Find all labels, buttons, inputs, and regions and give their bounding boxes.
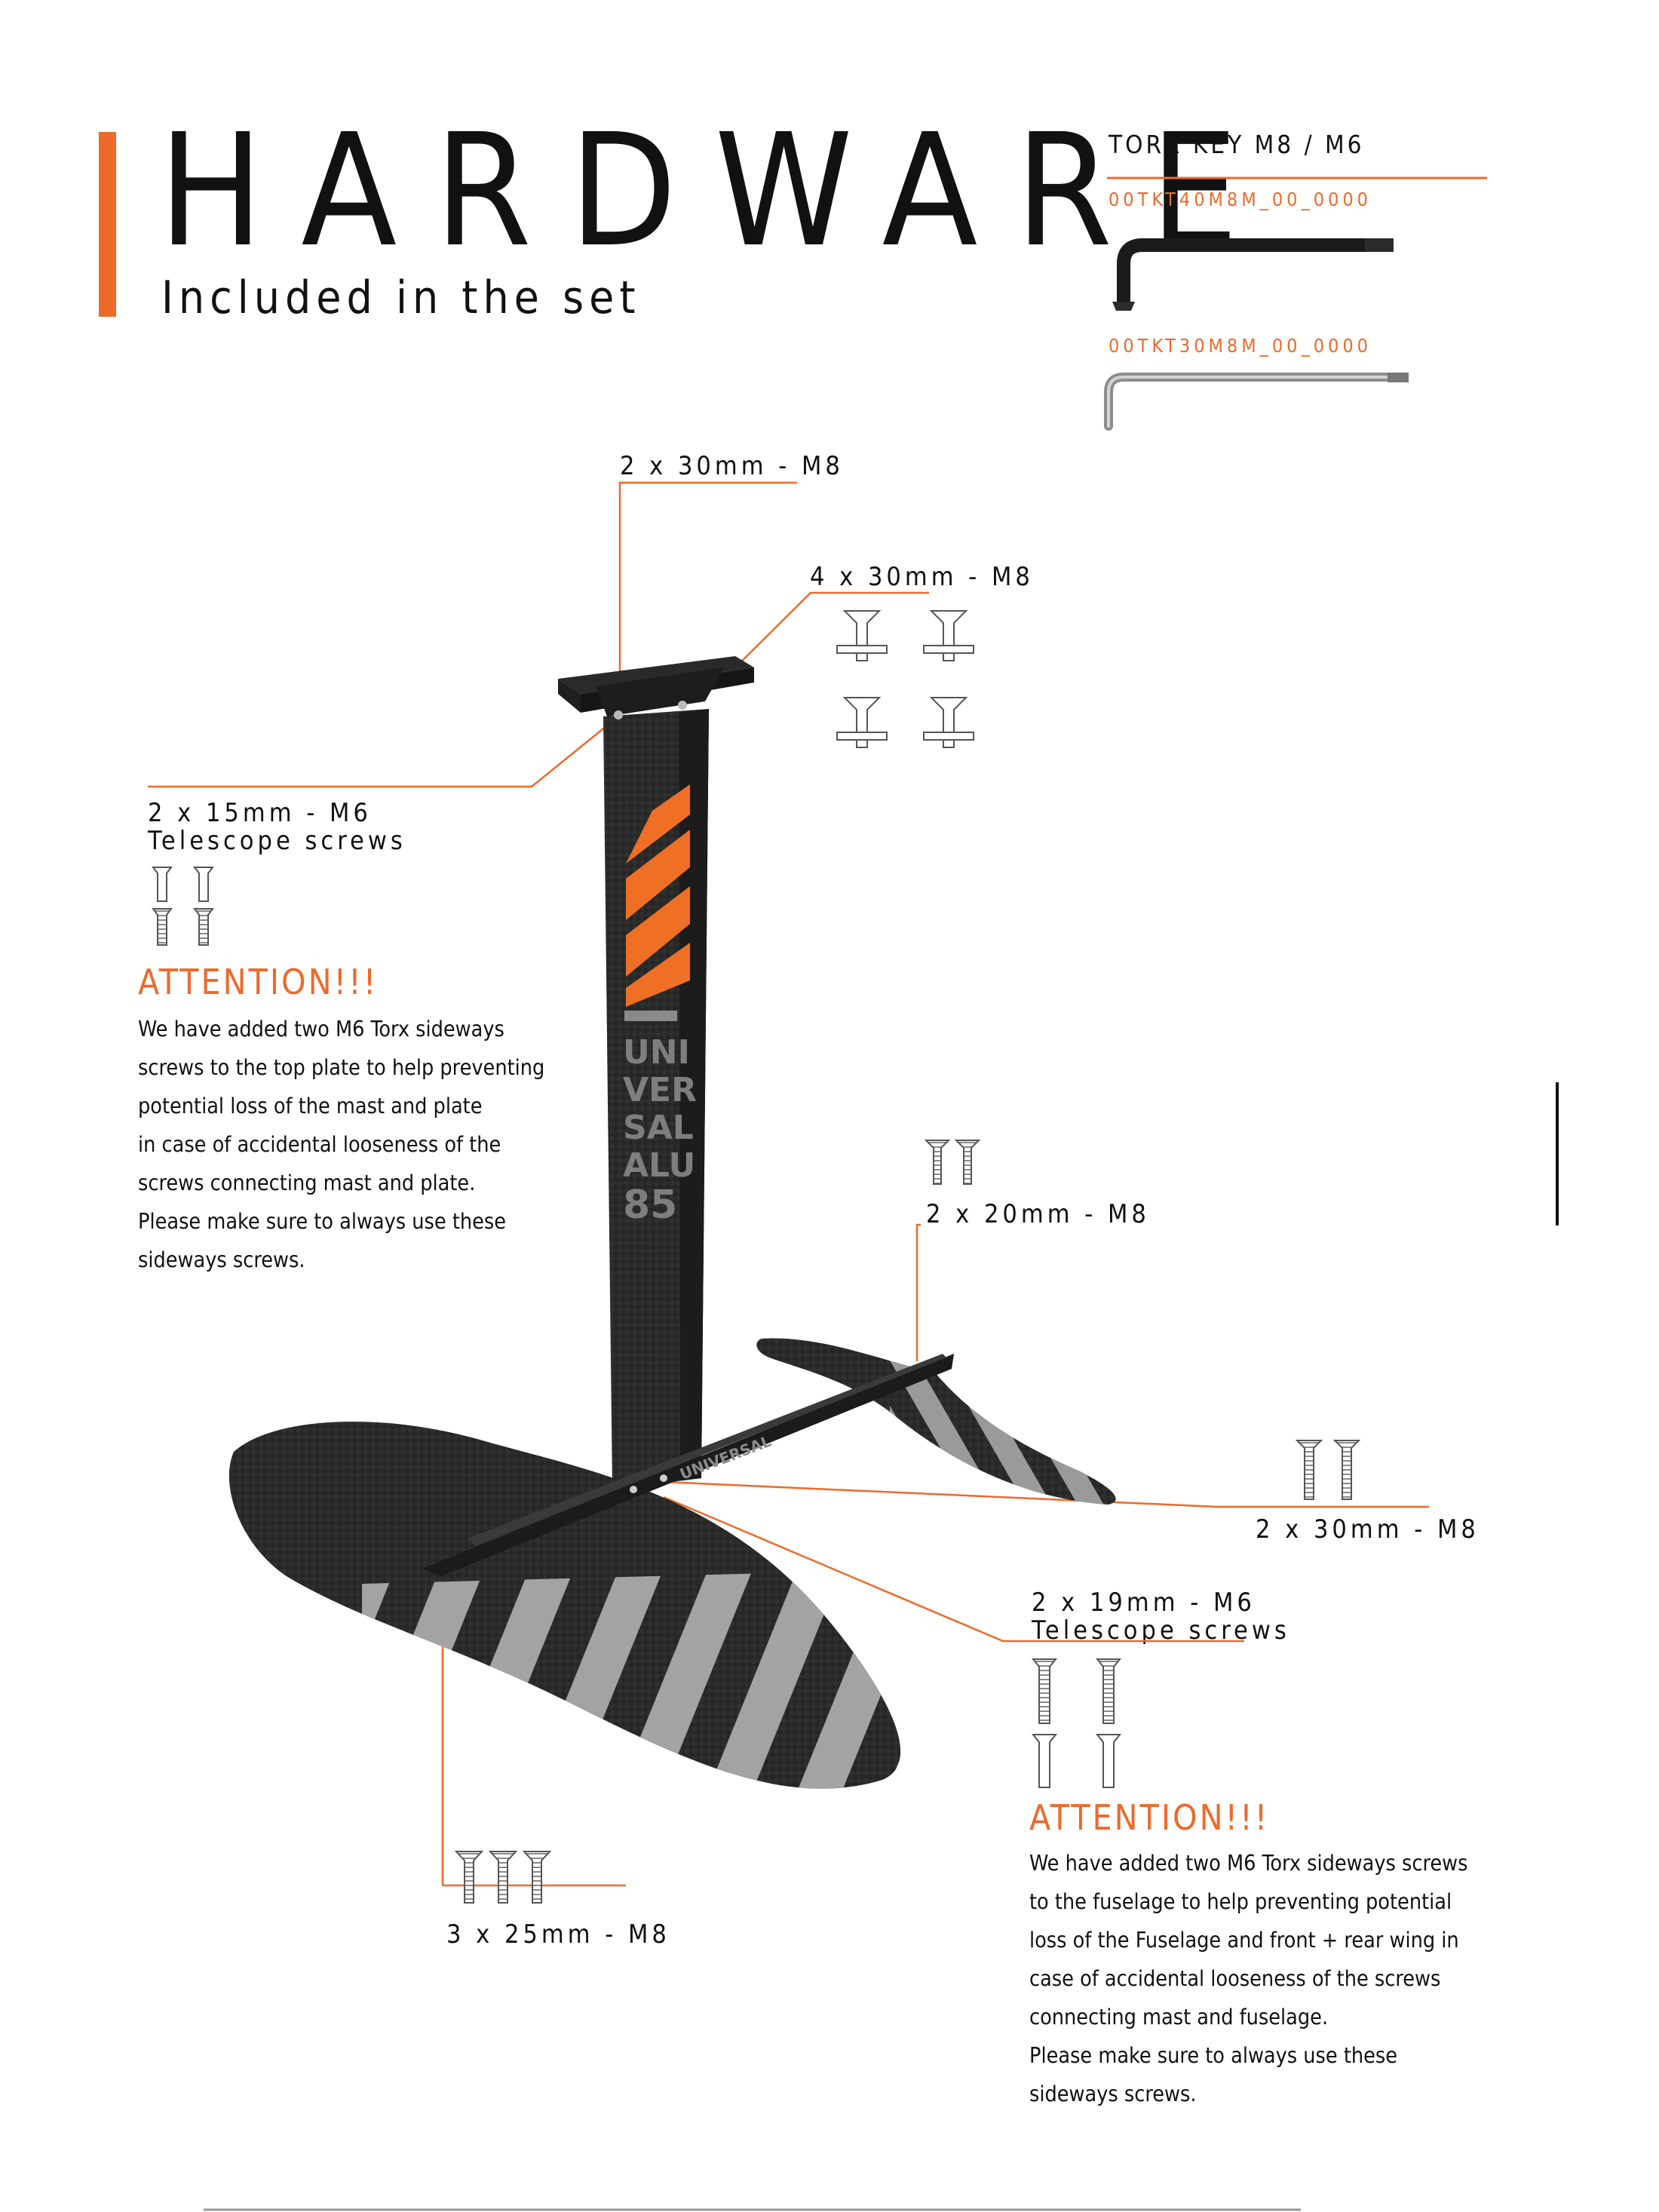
attention-top-line: potential loss of the mast and plate [138,1094,483,1118]
mast-print-line: VER [623,1071,697,1109]
attention-bottom-text: We have added two M6 Torx sideways screw… [1029,1844,1468,2113]
torx-key-m6 [1104,373,1409,431]
countersunk-screw-icon [836,610,888,661]
telescope-sleeve-icon [152,867,173,902]
top-plate [558,656,754,719]
label-plate-board-screws: 4 x 30mm - M8 [810,562,1034,592]
page-subtitle: Included in the set [161,272,641,324]
label-fuselage-mast-screws: 2 x 30mm - M8 [1256,1514,1480,1545]
countersunk-screw-icon [924,1140,951,1185]
label-front-wing-screws: 3 x 25mm - M8 [446,1919,670,1950]
label-stabilizer-screws: 2 x 20mm - M8 [926,1199,1150,1229]
attention-top-line: screws to the top plate to help preventi… [138,1055,545,1080]
countersunk-screw-icon [454,1851,484,1904]
attention-bottom-line: We have added two M6 Torx sideways screw… [1029,1851,1468,1876]
countersunk-screw-icon [1295,1440,1323,1500]
accent-bar [99,132,116,317]
countersunk-screw-icon [923,697,974,748]
torx-title: TORX KEY M8 / M6 [1109,130,1365,159]
countersunk-screw-icon [954,1140,981,1185]
attention-top-line: We have added two M6 Torx sideways [138,1017,504,1042]
mast-side-screw-set [152,867,214,946]
stabilizer-screw-set [924,1140,981,1185]
attention-bottom-line: to the fuselage to help preventing poten… [1029,1889,1452,1914]
mast-print-line: SAL [623,1109,694,1147]
attention-bottom-line: sideways screws. [1029,2082,1197,2106]
front-wing-screw-set [454,1851,552,1904]
attention-top-line: sideways screws. [138,1247,305,1272]
mast-print-line: ALU [623,1146,695,1185]
attention-bottom-line: connecting mast and fuselage. [1029,2005,1329,2029]
fuselage-mast-screw-set [1295,1440,1361,1500]
torx-code-m6: 00TKT30M8M_00_0000 [1109,335,1372,357]
attention-top-line: in case of accidental looseness of the [138,1132,501,1157]
countersunk-screw-icon [836,697,888,748]
telescope-sleeve-icon [193,867,214,902]
front-wing [228,1421,901,1789]
mast-print-line: 85 [623,1183,677,1228]
torx-code-m8: 00TKT40M8M_00_0000 [1109,189,1372,210]
attention-top-text: We have added two M6 Torx sideways screw… [138,1010,544,1279]
countersunk-screw-icon [522,1851,552,1904]
attention-bottom-line: loss of the Fuselage and front + rear wi… [1029,1928,1459,1953]
telescope-sleeve-icon [1031,1734,1058,1788]
telescope-screw-icon [152,908,173,946]
attention-top-line: screws connecting mast and plate. [138,1170,476,1195]
page-title: HARDWARE [158,100,1277,281]
torx-key-m8 [1107,176,1487,311]
label-mast-side-type: Telescope screws [148,826,406,856]
attention-top-title: ATTENTION!!! [138,962,379,1002]
attention-bottom-line: case of accidental looseness of the scre… [1029,1966,1441,1991]
plate-screw-set [836,610,974,748]
attention-bottom-title: ATTENTION!!! [1029,1797,1270,1838]
fuselage-side-screw-set [1031,1658,1122,1788]
label-fuselage-side-screws: 2 x 19mm - M6 [1032,1588,1256,1618]
label-top-plate-screws: 2 x 30mm - M8 [620,451,844,481]
countersunk-screw-icon [1332,1440,1361,1500]
label-mast-side-screws: 2 x 15mm - M6 [148,798,372,828]
attention-top-line: Please make sure to always use these [138,1209,507,1234]
mast-print: UNI VER SAL ALU 85 [623,1033,697,1228]
callout-lines [148,481,1429,1887]
fuselage: UNIVERSAL [422,1354,954,1576]
mast-print-line: UNI [623,1033,690,1072]
countersunk-screw-icon [488,1851,518,1904]
attention-bottom-line: Please make sure to always use these [1029,2043,1398,2068]
telescope-sleeve-icon [1095,1734,1122,1788]
telescope-screw-icon [193,908,214,946]
mast [603,709,709,1489]
telescope-screw-icon [1031,1658,1058,1724]
countersunk-screw-icon [923,610,974,661]
telescope-screw-icon [1095,1658,1122,1724]
